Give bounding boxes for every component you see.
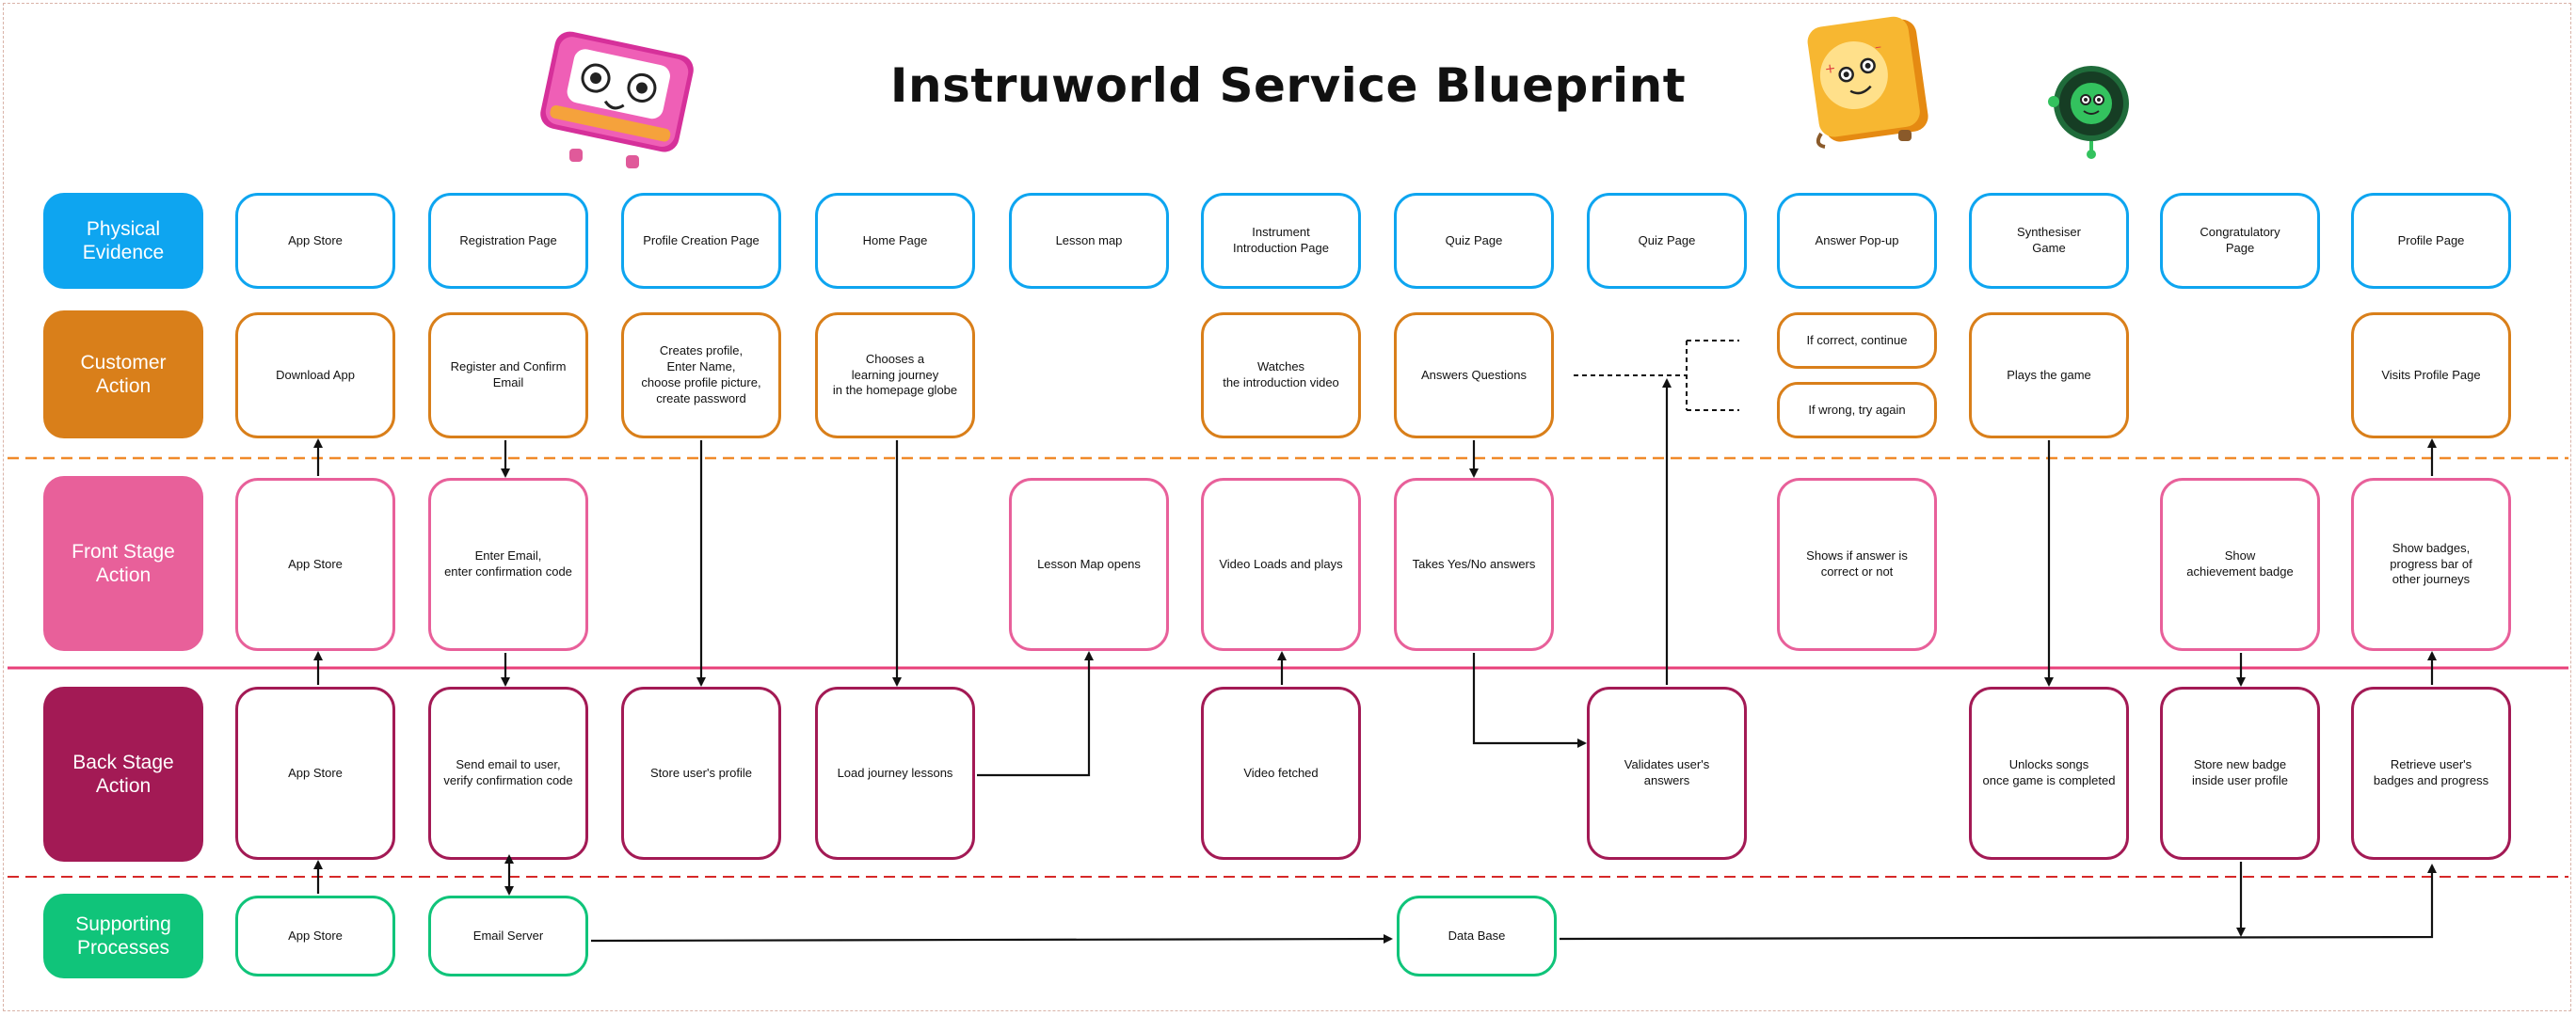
- back-stage-card: Store new badge inside user profile: [2160, 687, 2320, 860]
- physical-evidence-card: Lesson map: [1009, 193, 1169, 289]
- arrow: [1559, 864, 2437, 941]
- back-stage-card: Send email to user, verify confirmation …: [428, 687, 588, 860]
- physical-evidence-card: Registration Page: [428, 193, 588, 289]
- svg-text:–: –: [1874, 40, 1882, 56]
- physical-evidence-card: Instrument Introduction Page: [1201, 193, 1361, 289]
- customer-action-card: Answers Questions: [1394, 312, 1554, 438]
- physical-evidence-card: Profile Page: [2351, 193, 2511, 289]
- physical-evidence-card: Synthesiser Game: [1969, 193, 2129, 289]
- customer-action-correct-pill: If correct, continue: [1777, 312, 1937, 369]
- lane-label-front-stage: Front Stage Action: [43, 476, 203, 651]
- physical-evidence-card: Home Page: [815, 193, 975, 289]
- arrow: [977, 651, 1094, 777]
- customer-action-card: Watches the introduction video: [1201, 312, 1361, 438]
- physical-evidence-card: App Store: [235, 193, 395, 289]
- front-stage-card: Show badges, progress bar of other journ…: [2351, 478, 2511, 651]
- physical-evidence-card: Quiz Page: [1394, 193, 1554, 289]
- customer-action-card: Visits Profile Page: [2351, 312, 2511, 438]
- physical-evidence-card: Quiz Page: [1587, 193, 1747, 289]
- front-stage-card: Takes Yes/No answers: [1394, 478, 1554, 651]
- arrow: [1472, 653, 1587, 748]
- back-stage-card: Store user's profile: [621, 687, 781, 860]
- arrow: [590, 934, 1393, 945]
- physical-evidence-card: Answer Pop-up: [1777, 193, 1937, 289]
- customer-action-card: Download App: [235, 312, 395, 438]
- front-stage-card: App Store: [235, 478, 395, 651]
- front-stage-card: Lesson Map opens: [1009, 478, 1169, 651]
- back-stage-card: Validates user's answers: [1587, 687, 1747, 860]
- front-stage-card: Show achievement badge: [2160, 478, 2320, 651]
- lane-label-physical-evidence: Physical Evidence: [43, 193, 203, 289]
- front-stage-card: Enter Email, enter confirmation code: [428, 478, 588, 651]
- decision-bracket: [1574, 340, 1739, 411]
- record-mascot-icon: [2048, 66, 2129, 159]
- customer-action-card: Creates profile, Enter Name, choose prof…: [621, 312, 781, 438]
- cassette-mascot-icon: [540, 31, 694, 168]
- customer-action-wrong-pill: If wrong, try again: [1777, 382, 1937, 438]
- back-stage-card: App Store: [235, 687, 395, 860]
- svg-text:+: +: [1824, 61, 1837, 77]
- back-stage-card: Load journey lessons: [815, 687, 975, 860]
- page-title: Instruworld Service Blueprint: [889, 58, 1687, 113]
- back-stage-card: Video fetched: [1201, 687, 1361, 860]
- physical-evidence-card: Profile Creation Page: [621, 193, 781, 289]
- outer-dashed-frame: [3, 3, 2571, 1011]
- back-stage-card: Unlocks songs once game is completed: [1969, 687, 2129, 860]
- supporting-process-card: Email Server: [428, 896, 588, 976]
- back-stage-card: Retrieve user's badges and progress: [2351, 687, 2511, 860]
- customer-action-card: Plays the game: [1969, 312, 2129, 438]
- lane-label-back-stage: Back Stage Action: [43, 687, 203, 862]
- physical-evidence-card: Congratulatory Page: [2160, 193, 2320, 289]
- customer-action-card: Register and Confirm Email: [428, 312, 588, 438]
- supporting-process-card: App Store: [235, 896, 395, 976]
- front-stage-card: Video Loads and plays: [1201, 478, 1361, 651]
- customer-action-card: Chooses a learning journey in the homepa…: [815, 312, 975, 438]
- book-mascot-icon: + –: [1807, 16, 1928, 149]
- lane-label-customer-action: Customer Action: [43, 310, 203, 438]
- front-stage-card: Shows if answer is correct or not: [1777, 478, 1937, 651]
- supporting-process-card: Data Base: [1397, 896, 1557, 976]
- lane-label-supporting-processes: Supporting Processes: [43, 894, 203, 978]
